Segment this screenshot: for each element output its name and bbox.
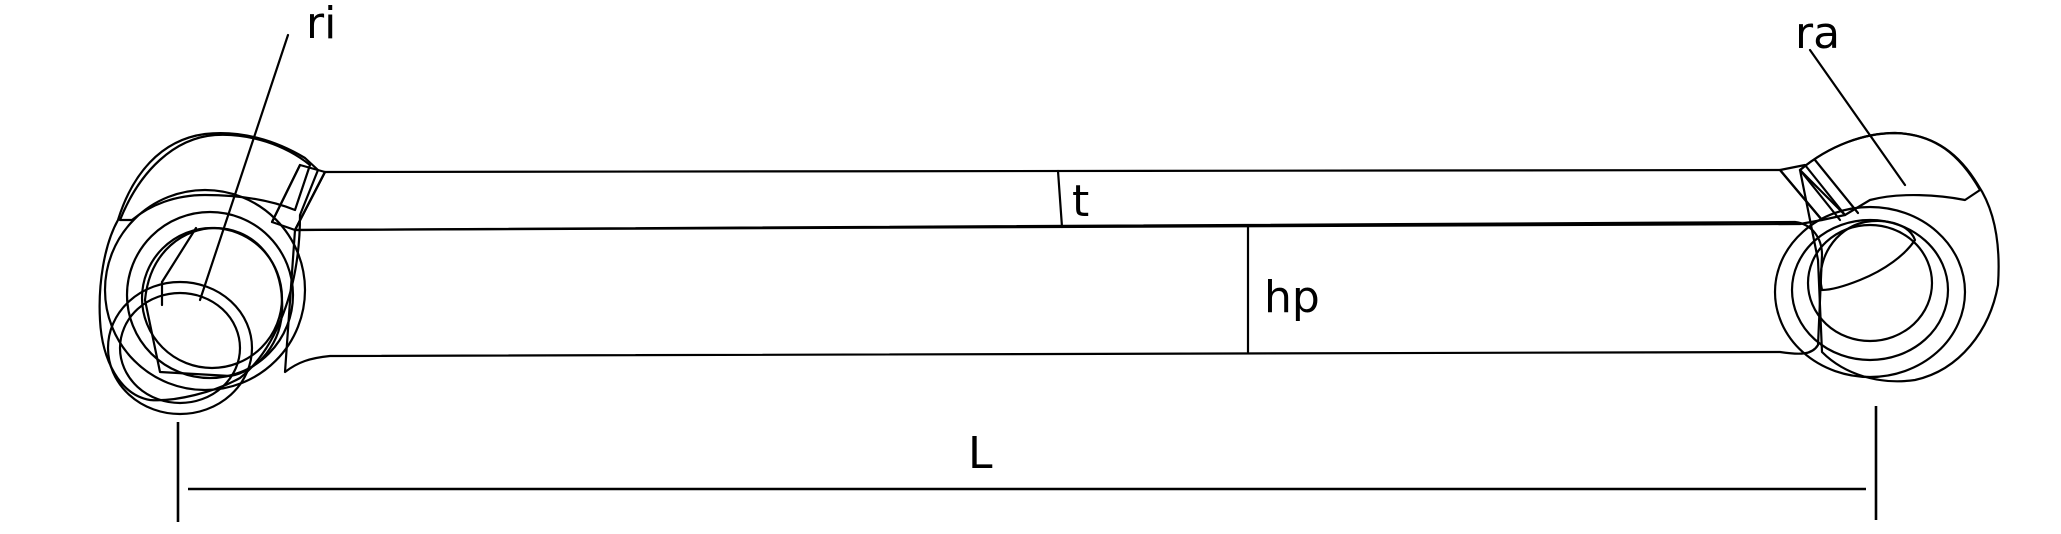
beam-side-face <box>283 220 1824 374</box>
left-pin-face <box>106 280 254 416</box>
left-pin-face-inner <box>118 291 242 405</box>
right-boss-top <box>1798 131 1982 217</box>
ra-leader <box>1808 48 1907 187</box>
label-hp: hp <box>1264 272 1320 323</box>
right-fillet-line-2 <box>1813 158 1860 215</box>
label-t: t <box>1072 176 1089 227</box>
label-ri: ri <box>306 0 336 49</box>
right-bore-hole <box>1806 223 1934 343</box>
left-fillet-line-1 <box>270 163 302 224</box>
t-marker-line <box>1056 169 1064 229</box>
left-fillet-line-2 <box>293 170 327 232</box>
left-boss-top <box>118 133 312 222</box>
right-boss <box>1773 131 2000 383</box>
left-boss-outer <box>98 132 320 402</box>
left-boss <box>98 132 320 416</box>
left-boss-face-ring <box>103 188 307 392</box>
right-fillet-line-1 <box>1798 168 1842 222</box>
right-boss-face-ring <box>1773 205 1967 379</box>
label-ra: ra <box>1795 8 1840 59</box>
beam <box>270 163 1847 374</box>
right-bore-opening <box>1819 219 1917 292</box>
label-L: L <box>968 428 993 479</box>
ri-leader <box>198 33 290 302</box>
left-pin-body <box>143 226 284 378</box>
left-pin-seam-2 <box>160 226 198 284</box>
right-boss-inner-ring <box>1790 218 1950 362</box>
left-boss-inner-ring <box>125 210 295 380</box>
